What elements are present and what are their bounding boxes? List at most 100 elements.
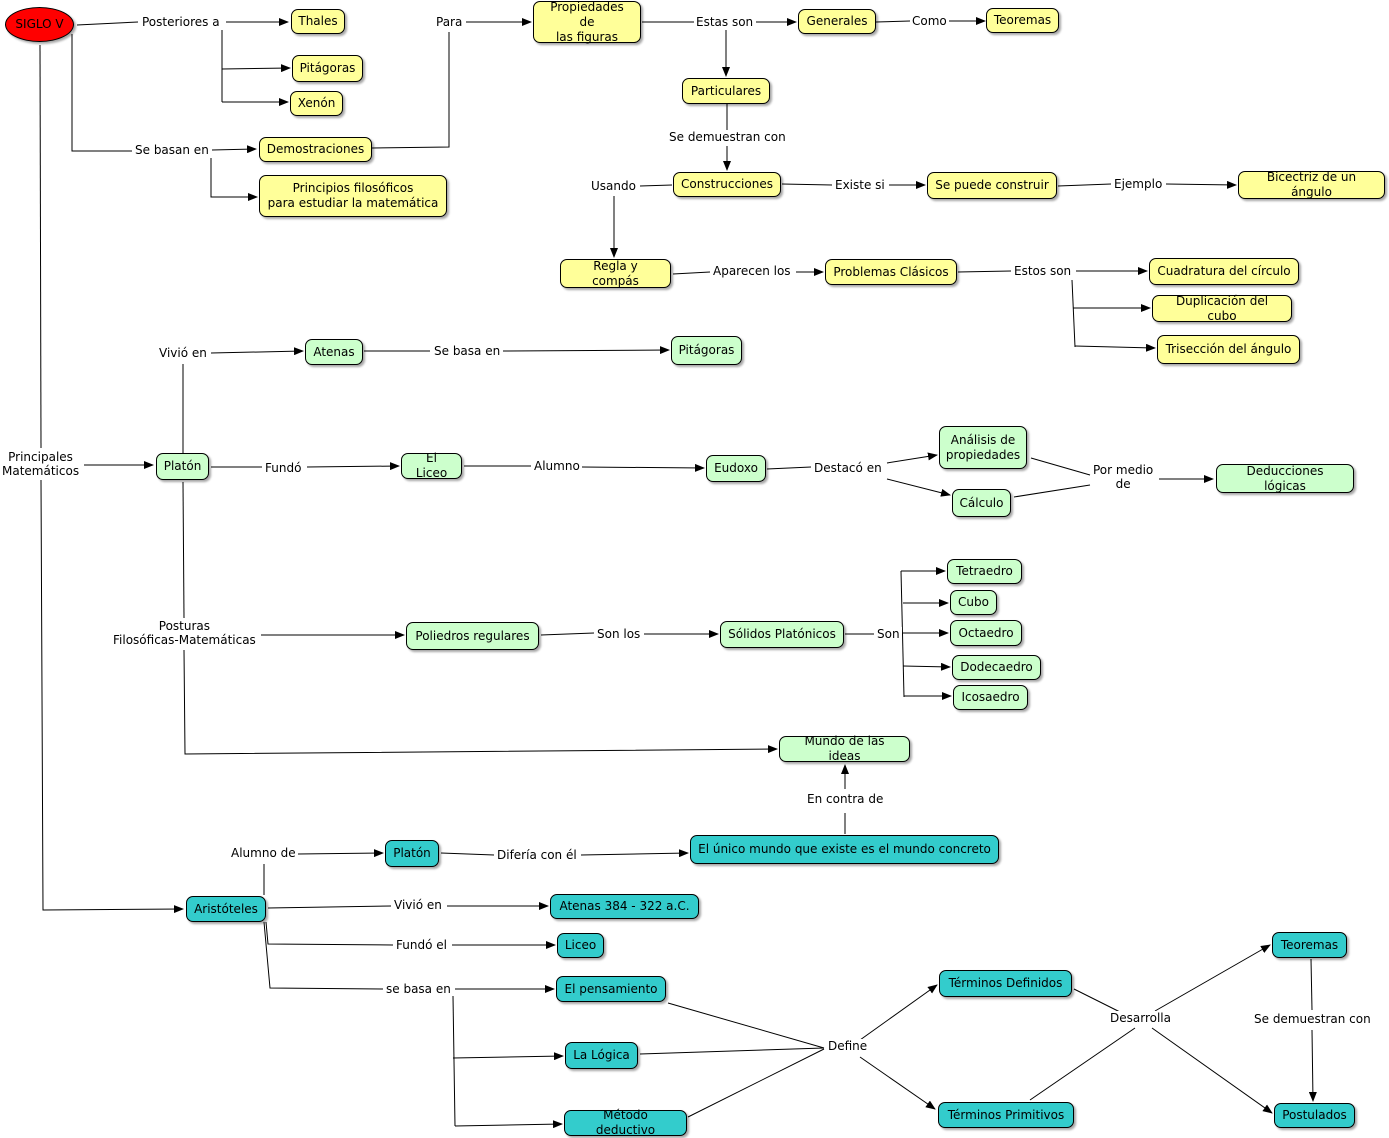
node-propiedades[interactable]: Propiedades de las figuras: [533, 0, 641, 44]
node-teoremas-1[interactable]: Teoremas: [986, 8, 1059, 33]
arrow-to-pitagoras2: [502, 346, 670, 355]
arrow-to-metodo: [454, 1120, 563, 1129]
arrow-to-calculo: [886, 478, 951, 497]
node-deducciones[interactable]: Deducciones lógicas: [1216, 464, 1354, 493]
link-label-posteriores: Posteriores a: [140, 15, 222, 29]
node-aristoteles[interactable]: Aristóteles: [186, 896, 266, 922]
arrow-to-principios: [210, 158, 258, 201]
node-atenas[interactable]: Atenas: [305, 339, 363, 365]
arrow-to-mundo-ideas: [183, 649, 778, 755]
arrow-to-terminos-prim: [859, 1056, 936, 1110]
node-problemas-clasicos[interactable]: Problemas Clásicos: [825, 259, 957, 285]
node-icosaedro[interactable]: Icosaedro: [953, 685, 1028, 710]
node-terminos-primitivos[interactable]: Términos Primitivos: [938, 1102, 1074, 1128]
node-pitagoras-2[interactable]: Pitágoras: [671, 336, 742, 365]
link-label-aparecen: Aparecen los: [711, 264, 793, 278]
node-liceo[interactable]: Liceo: [557, 933, 604, 958]
node-generales[interactable]: Generales: [798, 9, 876, 34]
node-xenon[interactable]: Xenón: [290, 91, 343, 116]
node-logica[interactable]: La Lógica: [565, 1042, 638, 1069]
node-dodecaedro[interactable]: Dodecaedro: [952, 655, 1041, 680]
link-label-ejemplo: Ejemplo: [1112, 177, 1165, 191]
arrow-to-postulados: [1151, 1027, 1273, 1114]
node-particulares[interactable]: Particulares: [682, 78, 770, 104]
line-aristoteles-fundo: [265, 921, 394, 946]
link-label-alumno: Alumno: [532, 459, 582, 473]
node-siglo-v[interactable]: SIGLO V: [5, 7, 74, 42]
arrow-to-teoremas2: [1154, 944, 1271, 1012]
node-demostraciones[interactable]: Demostraciones: [259, 137, 372, 162]
link-label-vivio-aristoteles: Vivió en: [392, 898, 444, 912]
arrow-to-logica: [452, 1052, 564, 1061]
node-construcciones[interactable]: Construcciones: [673, 172, 781, 197]
link-label-fundo: Fundó: [263, 461, 304, 475]
line-platon-posturas: [182, 481, 185, 619]
line-construcciones-existe: [781, 183, 833, 186]
node-postulados[interactable]: Postulados: [1274, 1103, 1355, 1128]
link-label-desarrolla: Desarrolla: [1108, 1011, 1173, 1025]
line-teoremas2-demuestran: [1310, 958, 1313, 1011]
line-analisis-pormedio: [1030, 457, 1091, 476]
arrow-to-dodecaedro: [902, 662, 951, 671]
arrow-to-platon2: [297, 849, 384, 858]
line-generales-como: [875, 20, 911, 23]
line-sepuede-ejemplo: [1057, 183, 1112, 187]
link-label-vivio-platon: Vivió en: [157, 346, 209, 360]
link-label-diferia: Difería con él: [495, 848, 579, 862]
link-label-estas-son: Estas son: [694, 15, 756, 29]
node-solidos[interactable]: Sólidos Platónicos: [720, 621, 844, 648]
arrow-to-triseccion: [1074, 343, 1156, 352]
node-cubo[interactable]: Cubo: [950, 590, 997, 615]
line-siglo-principales: [39, 44, 42, 449]
node-atenas-384[interactable]: Atenas 384 - 322 a.C.: [550, 894, 699, 919]
arrow-to-eudoxo: [581, 463, 705, 472]
line-sebasa-down: [452, 995, 456, 1127]
node-cuadratura[interactable]: Cuadratura del círculo: [1149, 258, 1299, 285]
node-calculo[interactable]: Cálculo: [952, 489, 1011, 517]
node-platon[interactable]: Platón: [156, 453, 209, 480]
link-label-se-demuestran: Se demuestran con: [667, 130, 788, 144]
line-def-desarrolla: [1073, 988, 1121, 1013]
node-teoremas-2[interactable]: Teoremas: [1272, 932, 1347, 958]
node-platon-2[interactable]: Platón: [385, 840, 439, 867]
node-tetraedro[interactable]: Tetraedro: [947, 559, 1022, 584]
arrow-demuestran-postulados: [1308, 1029, 1317, 1102]
node-octaedro[interactable]: Octaedro: [950, 620, 1022, 646]
line-platon2-diferia: [440, 852, 495, 856]
node-duplicacion[interactable]: Duplicación del cubo: [1152, 294, 1292, 323]
node-se-puede-construir[interactable]: Se puede construir: [927, 172, 1057, 199]
node-metodo-deductivo[interactable]: Método deductivo: [564, 1108, 687, 1137]
node-regla-compas[interactable]: Regla y compás: [560, 259, 671, 288]
node-pitagoras-1[interactable]: Pitágoras: [292, 55, 363, 82]
arrow-to-pitagoras1: [221, 64, 291, 73]
link-label-son-los: Son los: [595, 627, 643, 641]
link-label-usando: Usando: [589, 179, 638, 193]
arrow-to-liceo-el: [306, 462, 400, 471]
line-eudoxo-destaco: [766, 466, 812, 470]
arrow-to-aristoteles: [40, 479, 184, 914]
node-analisis[interactable]: Análisis de propiedades: [939, 426, 1027, 469]
link-label-para: Para: [434, 15, 465, 29]
line-problemas-estos: [957, 270, 1012, 273]
arrow-to-atenas: [210, 347, 304, 356]
link-label-se-basa: Se basa en: [432, 344, 503, 358]
node-triseccion[interactable]: Trisección del ángulo: [1157, 335, 1300, 364]
node-eudoxo[interactable]: Eudoxo: [706, 455, 766, 482]
line-pensamiento-define: [667, 1002, 825, 1049]
line-poliedros-sonlos: [540, 632, 595, 636]
arrow-to-demostraciones: [211, 145, 257, 154]
node-thales[interactable]: Thales: [291, 9, 345, 34]
node-poliedros[interactable]: Poliedros regulares: [406, 622, 539, 650]
node-principios[interactable]: Principios filosóficos para estudiar la …: [259, 175, 447, 217]
link-label-existe-si: Existe si: [833, 178, 887, 192]
node-terminos-definidos[interactable]: Términos Definidos: [939, 970, 1072, 997]
line-metodo-define: [687, 1048, 825, 1118]
node-pensamiento[interactable]: El pensamiento: [556, 976, 666, 1002]
node-unico-mundo[interactable]: El único mundo que existe es el mundo co…: [690, 835, 999, 864]
node-el-liceo[interactable]: El Liceo: [401, 451, 462, 480]
line-calculo-pormedio: [1013, 484, 1091, 498]
line-aristoteles-sebasa: [263, 921, 384, 990]
node-mundo-ideas[interactable]: Mundo de las ideas: [779, 734, 910, 763]
node-bicectriz[interactable]: Bicectriz de un ángulo: [1238, 170, 1385, 199]
